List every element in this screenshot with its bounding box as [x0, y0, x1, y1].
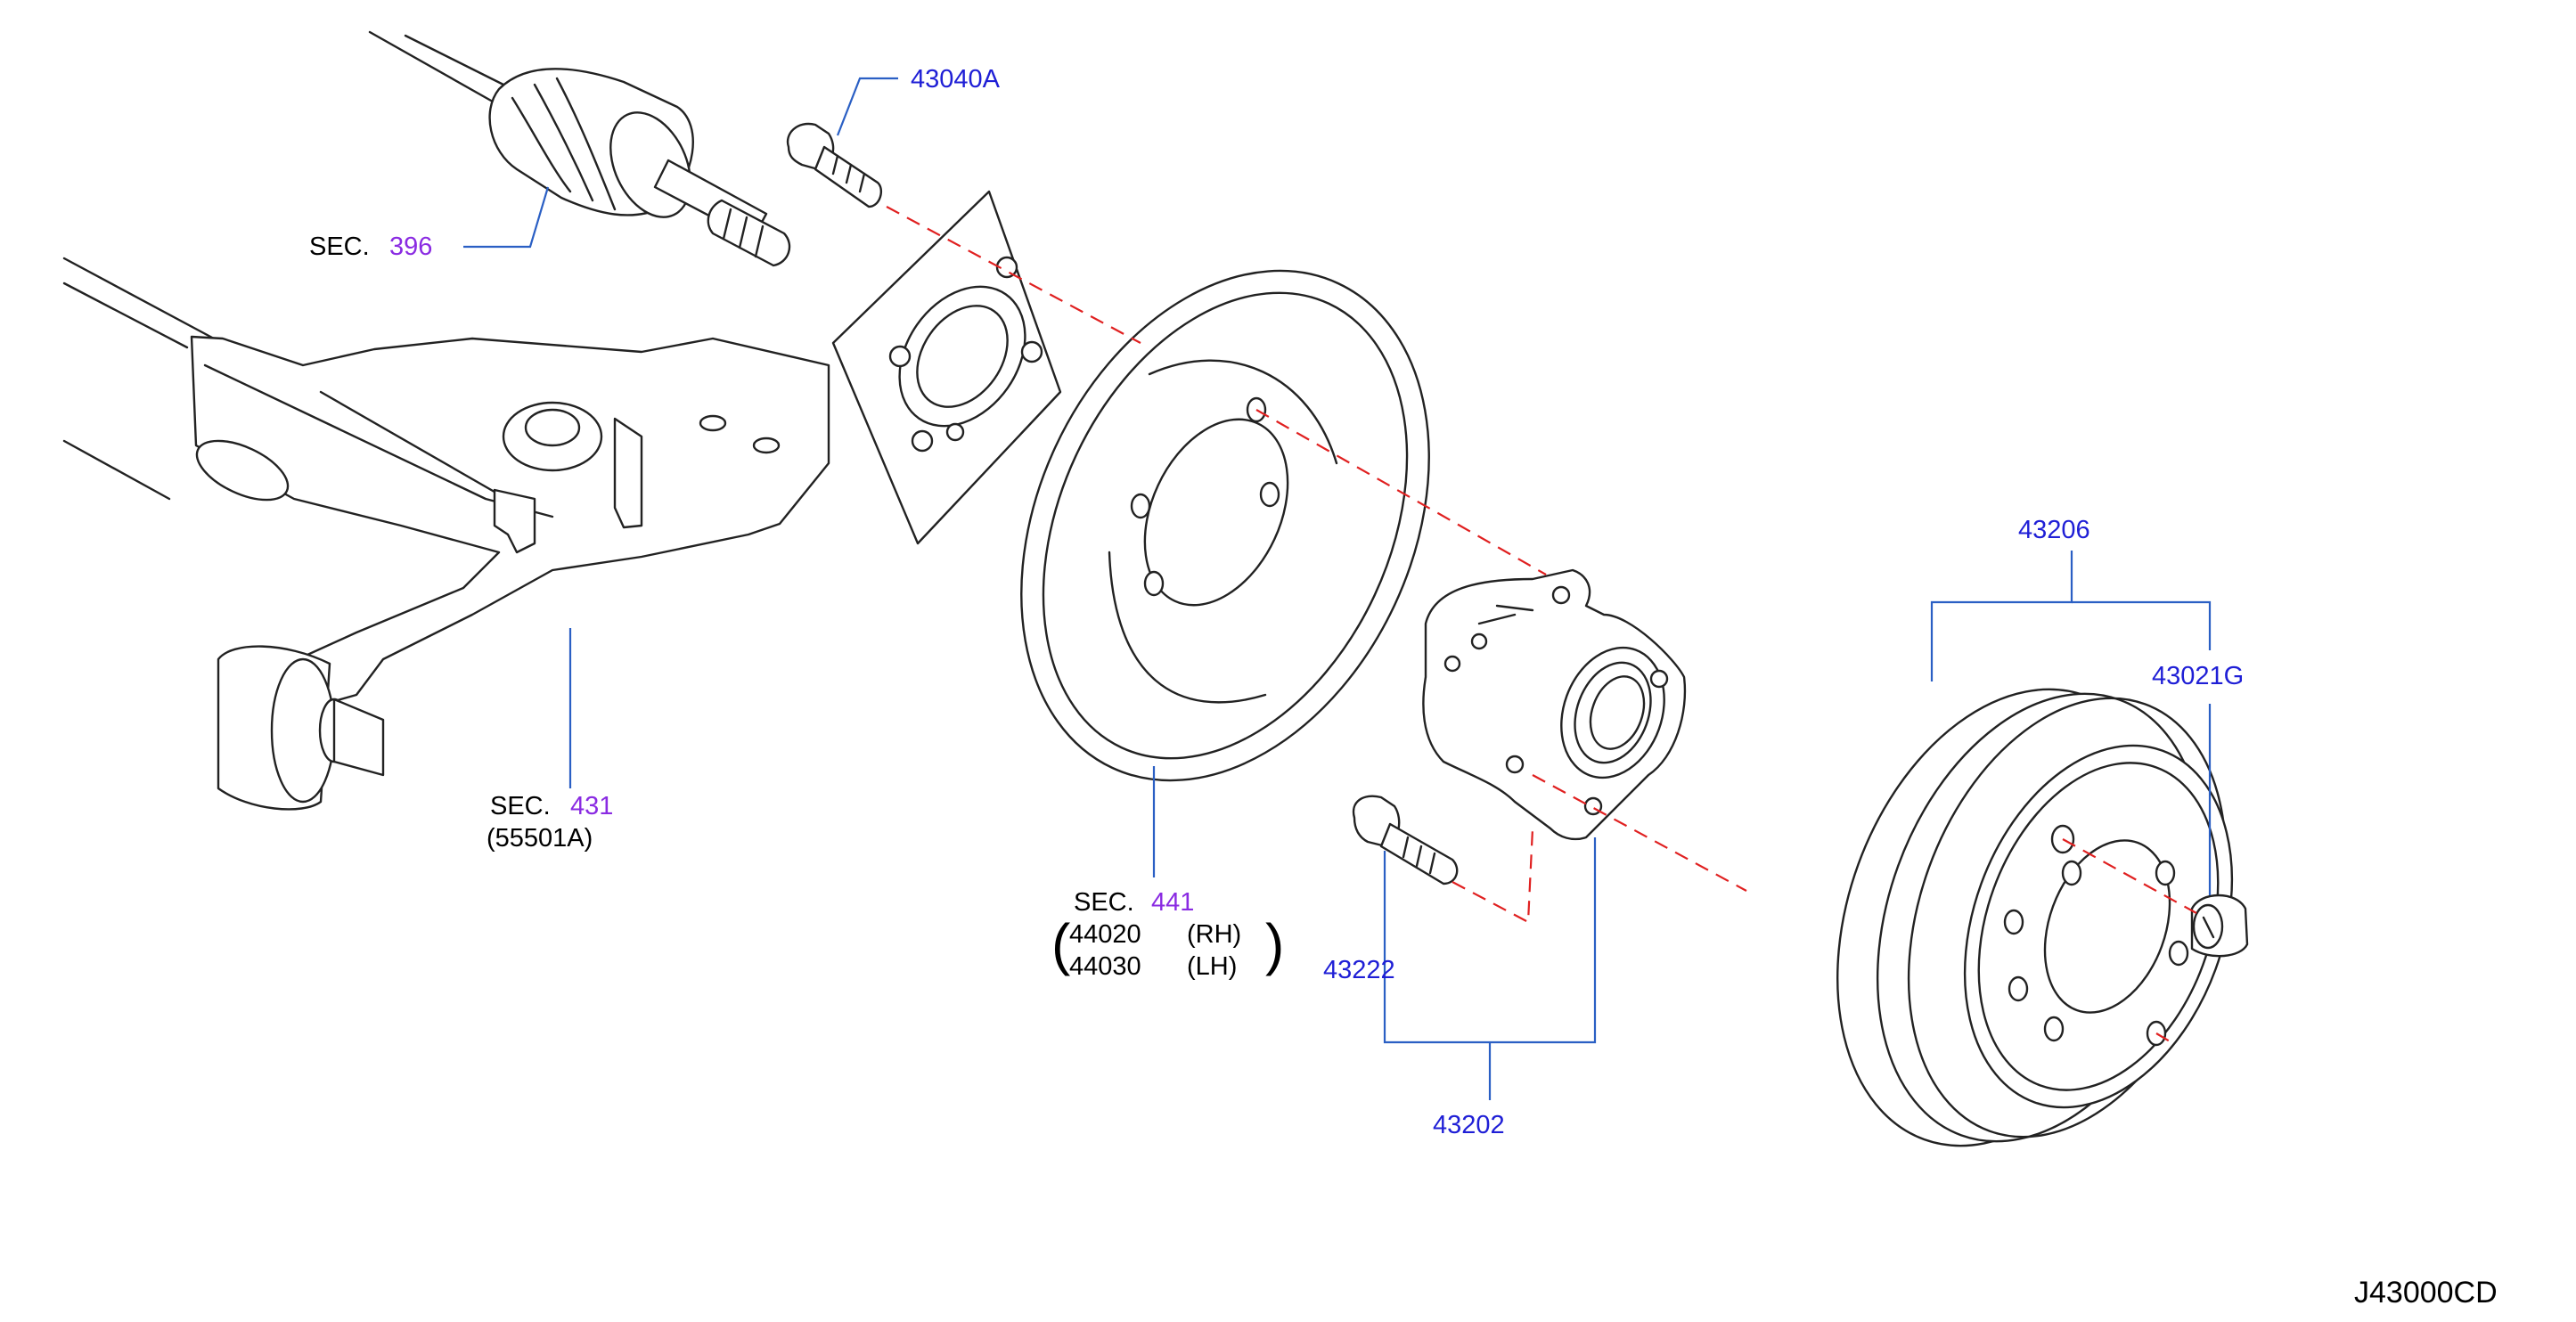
beam-sec-label: SEC. [490, 792, 551, 820]
callout-43206: 43206 [2018, 516, 2090, 544]
backing-plate-illustration [1020, 269, 1430, 782]
backing-sec-number: 441 [1151, 888, 1194, 917]
callout-43040a: 43040A [911, 65, 1001, 94]
callout-labels: 43040A SEC. 396 SEC. 431 (55501A) SEC. 4… [309, 65, 2498, 1310]
driveshaft-illustration [368, 30, 791, 267]
beam-part-number: (55501A) [487, 824, 593, 853]
hub-bolt-43222-illustration [1352, 795, 1459, 885]
alignment-lines [886, 206, 2197, 1045]
backing-paren-close: ) [1265, 912, 1284, 976]
backing-rh-part: 44020 [1069, 920, 1141, 949]
backing-lh-part: 44030 [1069, 952, 1141, 981]
backing-lh-side: (LH) [1187, 952, 1237, 981]
backing-paren-open: ( [1051, 912, 1070, 976]
callout-43021g: 43021G [2152, 662, 2244, 690]
hub-assembly-illustration [1422, 568, 1687, 841]
leader-lines [463, 77, 2212, 1100]
diagram-code: J43000CD [2354, 1276, 2498, 1310]
driveshaft-sec-label: SEC. [309, 233, 370, 261]
brake-drum-illustration [1836, 688, 2234, 1147]
cap-43021g-illustration [2190, 894, 2249, 958]
callout-43222: 43222 [1323, 956, 1395, 984]
backing-rh-side: (RH) [1187, 920, 1241, 949]
backing-sec-label: SEC. [1074, 888, 1134, 917]
axle-beam-illustration [62, 190, 1062, 811]
driveshaft-sec-number: 396 [389, 233, 432, 261]
beam-sec-number: 431 [570, 792, 613, 820]
bolt-43040a-illustration [786, 122, 882, 208]
callout-43202: 43202 [1433, 1111, 1505, 1139]
